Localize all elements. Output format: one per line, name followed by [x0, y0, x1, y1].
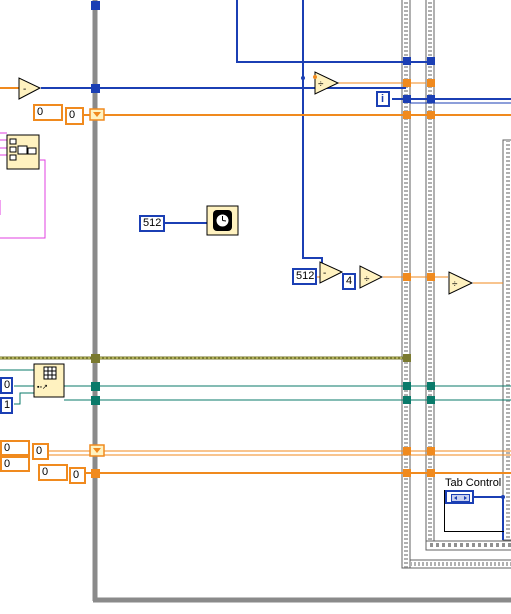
- wait-ms-icon[interactable]: [206, 205, 239, 236]
- bottom-float-constant-5[interactable]: 0: [69, 467, 86, 484]
- index-constant-0[interactable]: 0: [0, 377, 13, 394]
- tab-control-label: Tab Control: [445, 477, 502, 489]
- tunnels[interactable]: [91, 1, 435, 478]
- case-structure-frame[interactable]: [425, 0, 511, 551]
- tab-control-terminal[interactable]: [445, 490, 474, 504]
- inner-sequence-frame[interactable]: [502, 139, 511, 541]
- subtract-node[interactable]: -: [18, 77, 42, 100]
- divide-node-top[interactable]: ÷: [313, 71, 340, 95]
- svg-text:-: -: [323, 268, 326, 279]
- bottom-float-constant-3[interactable]: 0: [32, 443, 49, 460]
- subtract-node-mid[interactable]: -: [319, 261, 344, 284]
- svg-text:▪▫↗: ▪▫↗: [37, 384, 48, 391]
- outer-loop-frame[interactable]: [92, 0, 511, 603]
- divide-node-mid[interactable]: ÷: [359, 265, 384, 289]
- tab-control-icon: [451, 494, 470, 502]
- svg-text:÷: ÷: [318, 79, 324, 90]
- index-constant-1[interactable]: 1: [0, 397, 13, 414]
- bottom-float-constant-1[interactable]: 0: [0, 440, 30, 456]
- svg-text:÷: ÷: [452, 279, 458, 290]
- float-constant-2[interactable]: 0: [65, 107, 84, 125]
- bottom-float-constant-4[interactable]: 0: [38, 464, 68, 481]
- float-constant-1[interactable]: 0: [33, 104, 63, 121]
- index-array-node[interactable]: ▪▫↗: [33, 363, 65, 398]
- svg-text:-: -: [23, 84, 26, 95]
- bundle-node[interactable]: [6, 134, 40, 170]
- string-wires[interactable]: [0, 132, 46, 239]
- tab-control-wire-frame: [444, 490, 504, 532]
- shift-register-terminals[interactable]: [89, 108, 105, 457]
- wait-ms-constant[interactable]: 512: [139, 215, 165, 232]
- svg-text:÷: ÷: [364, 274, 370, 285]
- bottom-float-constant-2[interactable]: 0: [0, 456, 30, 472]
- float-wires[interactable]: [0, 82, 511, 474]
- divide-node-right[interactable]: ÷: [448, 271, 474, 295]
- divisor-constant[interactable]: 4: [342, 273, 356, 290]
- iteration-terminal[interactable]: i: [376, 91, 390, 107]
- boolean-wires[interactable]: [0, 369, 511, 405]
- divide-input-constant[interactable]: 512: [292, 268, 317, 285]
- tab-control-wire[interactable]: [301, 76, 505, 499]
- integer-wires[interactable]: [41, 0, 511, 540]
